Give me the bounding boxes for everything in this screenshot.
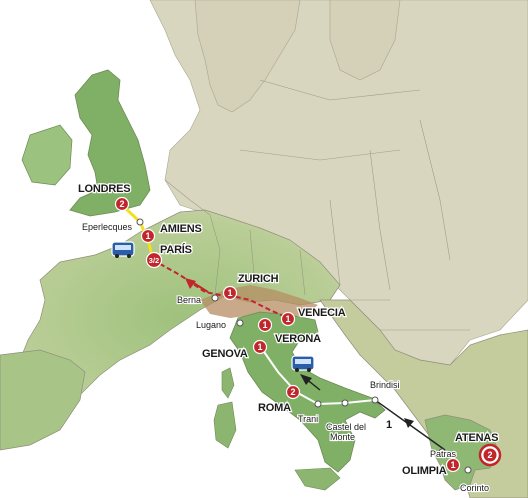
city-label-olimpia: OLIMPIA: [402, 465, 447, 477]
land-sardinia: [213, 401, 237, 449]
night-badge-lugano: 1: [257, 317, 273, 333]
svg-text:2: 2: [119, 199, 124, 209]
city-label-berna: Berna: [177, 295, 201, 305]
route-arrow-zurich: [191, 281, 209, 293]
night-badge-amiens: 1: [140, 228, 156, 244]
city-label-roma: ROMA: [258, 402, 291, 414]
land-ireland: [21, 124, 73, 186]
svg-text:1: 1: [285, 314, 290, 324]
land-sicily: [294, 467, 341, 491]
city-label-paris: PARÍS: [160, 243, 192, 256]
city-label-genova: GENOVA: [202, 348, 248, 360]
night-badge-venecia: 1: [280, 311, 296, 327]
svg-text:1: 1: [257, 342, 262, 352]
route-zurich-venecia: [227, 294, 289, 319]
route-italy-white: [259, 345, 376, 406]
city-label-brindisi: Brindisi: [370, 380, 400, 390]
country-borders: [164, 79, 470, 331]
bus-icon: [111, 241, 135, 258]
land-iberia: [0, 349, 86, 451]
svg-text:3/2: 3/2: [149, 256, 159, 265]
city-label-corinto: Corinto: [460, 483, 489, 493]
arrow-head-ferry: [404, 418, 414, 428]
night-badge-genova: 1: [252, 339, 268, 355]
start-marker-icon: [478, 443, 502, 467]
svg-text:1: 1: [262, 320, 267, 330]
night-badge-londres: 2: [114, 196, 130, 212]
minor-city-labels: Eperlecques Berna Lugano Brindisi Trani …: [81, 221, 490, 494]
city-label-trani: Trani: [298, 414, 318, 424]
svg-text:1: 1: [450, 460, 455, 470]
land-finland: [329, 0, 401, 81]
major-city-labels: LONDRES AMIENS PARÍS ZURICH VENECIA VERO…: [77, 182, 500, 478]
svg-text:2: 2: [487, 450, 492, 460]
city-label-amiens: AMIENS: [160, 223, 202, 235]
city-label-eperlecques: Eperlecques: [82, 222, 133, 232]
land-corsica: [221, 367, 235, 399]
arrow-head-zurich: [185, 278, 196, 289]
night-badges: 2 1 3/2 1 1 1 1 2 1 2: [114, 196, 493, 473]
city-label-verona: VERONA: [275, 333, 321, 345]
city-label-londres: LONDRES: [78, 183, 130, 195]
night-badge-atenas: 2: [487, 450, 492, 460]
night-badge-paris: 3/2: [145, 251, 163, 269]
night-badge-zurich: 1: [222, 285, 238, 301]
city-label-venecia: VENECIA: [298, 307, 346, 319]
city-dots: [136, 218, 472, 474]
night-badge-olimpia: 1: [445, 457, 461, 473]
city-label-atenas: ATENAS: [455, 432, 498, 444]
ferry-day-marker: 1: [386, 419, 392, 431]
svg-text:1: 1: [227, 288, 232, 298]
svg-text:2: 2: [290, 387, 295, 397]
land-italy: [229, 311, 386, 473]
city-label-lugano: Lugano: [196, 320, 226, 330]
arrow-head-roma: [300, 374, 312, 385]
night-badge-roma: 2: [285, 384, 301, 400]
land-greece: [424, 414, 499, 491]
land-scandinavia: [194, 0, 301, 113]
city-label-patras: Patras: [430, 449, 457, 459]
city-label-zurich: ZURICH: [238, 273, 279, 285]
bus-icon: [291, 355, 315, 372]
svg-text:1: 1: [145, 231, 150, 241]
